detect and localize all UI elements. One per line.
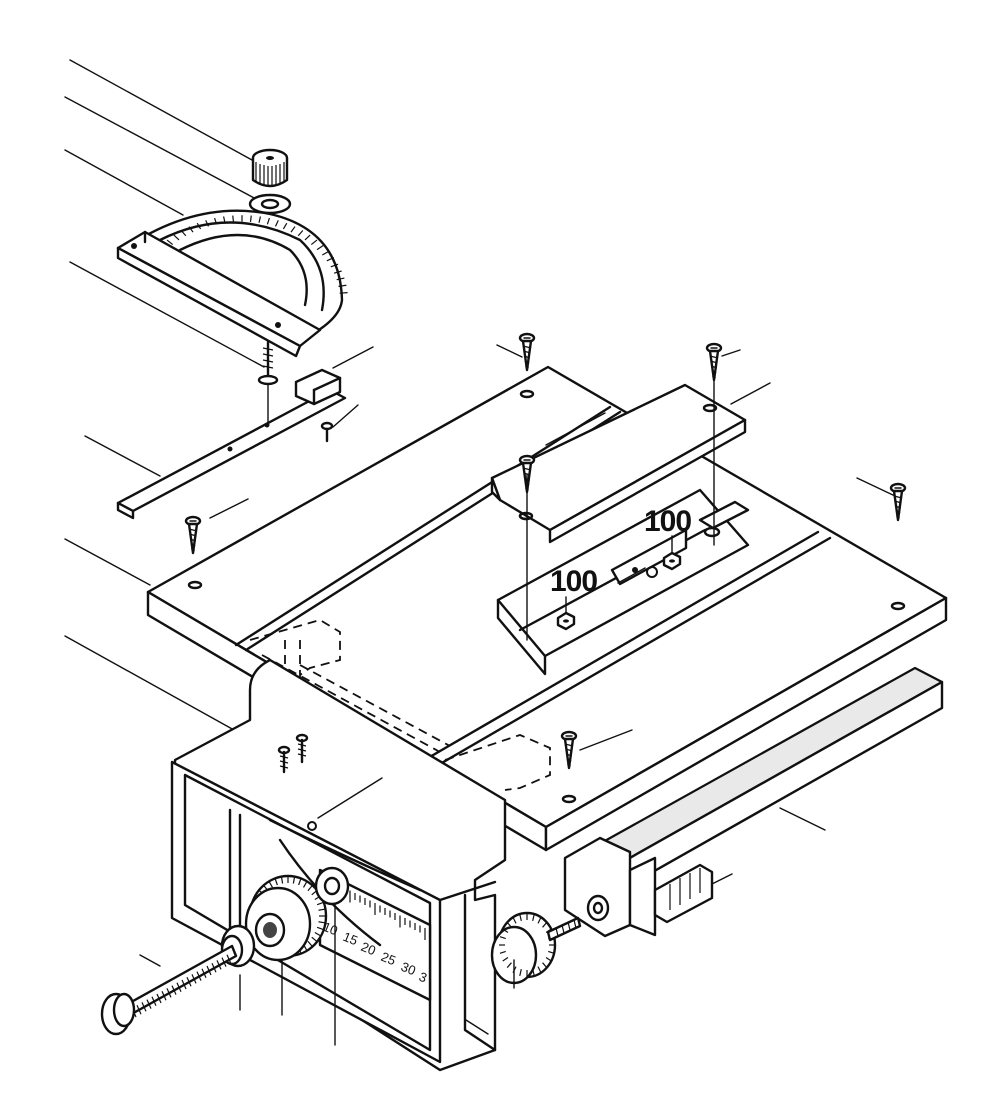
rip-fence <box>563 666 944 938</box>
guide-block <box>294 368 342 406</box>
table-insert <box>490 383 747 544</box>
knurled-knob-top <box>251 148 289 188</box>
scale-label: 25 <box>379 949 398 968</box>
scale-label: 20 <box>359 939 378 958</box>
nut-upper <box>662 535 682 571</box>
scale-label: 30 <box>399 959 418 978</box>
nut-lower <box>556 596 576 631</box>
wood-screw <box>518 332 536 372</box>
callout-labels: 100 100 <box>550 505 692 598</box>
riving-knife-bracket <box>556 500 750 631</box>
pivot-bolt <box>257 340 279 386</box>
mitre-gauge-assembly <box>116 148 374 520</box>
wood-screw <box>705 342 723 382</box>
lock-knob <box>465 911 582 1035</box>
bevel-scale-labels: 10 15 20 25 30 3 <box>321 919 429 986</box>
wood-screws <box>184 332 907 770</box>
wood-screw <box>889 482 907 522</box>
screw-body-left <box>277 745 291 774</box>
callout-label-upper: 100 <box>644 505 691 538</box>
scale-label: 15 <box>341 929 360 948</box>
screw-guide-lines <box>267 371 715 641</box>
small-screw-guide <box>320 421 334 443</box>
screw-body-right <box>295 733 309 764</box>
washer-top <box>248 193 292 215</box>
body-screws <box>277 733 309 774</box>
wood-screw <box>184 515 202 555</box>
protractor-head <box>116 209 348 358</box>
leader-lines-left <box>64 59 271 751</box>
mitre-guide-bar <box>116 388 347 520</box>
wood-screw <box>560 730 578 770</box>
handwheel-assembly <box>100 866 350 1046</box>
saw-base-body <box>170 658 507 1072</box>
callout-label-lower: 100 <box>550 565 597 598</box>
